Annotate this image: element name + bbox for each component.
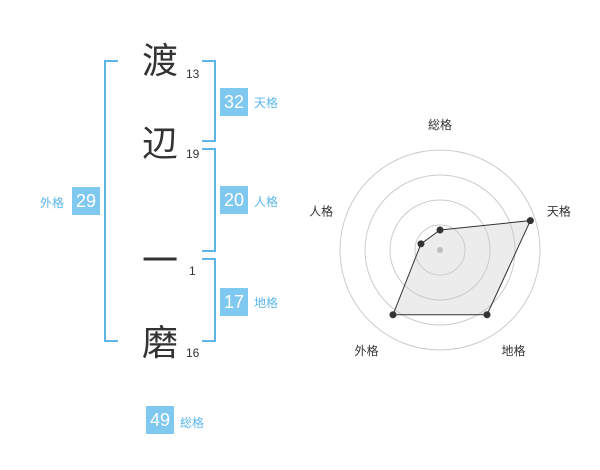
soukaku-value: 49 xyxy=(146,406,174,434)
radar-axis-label: 地格 xyxy=(501,343,525,358)
radar-data-polygon xyxy=(392,220,532,316)
radar-point xyxy=(389,311,397,319)
chikaku-value: 17 xyxy=(220,288,248,316)
stroke-count-2: 19 xyxy=(186,147,200,161)
radar-point xyxy=(417,240,425,248)
radar-point xyxy=(436,226,444,234)
stroke-count-4: 16 xyxy=(186,346,200,360)
radar-point xyxy=(526,217,534,225)
radar-axis-label: 総格 xyxy=(428,117,452,132)
tenkaku-label: 天格 xyxy=(254,96,279,110)
radar-axis-label: 天格 xyxy=(547,203,571,218)
radar-axis-label: 人格 xyxy=(309,203,333,218)
radar-ring xyxy=(339,149,541,351)
gaikaku-bracket xyxy=(104,60,118,342)
stroke-count-3: 1 xyxy=(189,264,196,278)
radar-ring xyxy=(364,174,516,326)
soukaku-label: 総格 xyxy=(180,416,205,430)
gaikaku-label: 外格 xyxy=(40,196,65,210)
tenkaku-bracket xyxy=(202,60,216,142)
radar-axis-label: 外格 xyxy=(355,343,379,358)
name-char-1: 渡 xyxy=(142,41,179,82)
radar-ring xyxy=(389,199,491,301)
jinkaku-bracket xyxy=(202,148,216,252)
name-char-3: 一 xyxy=(142,241,179,282)
name-char-2: 辺 xyxy=(142,124,179,165)
jinkaku-label: 人格 xyxy=(254,195,279,209)
chikaku-label: 地格 xyxy=(254,296,279,310)
name-char-4: 磨 xyxy=(142,323,179,364)
jinkaku-value: 20 xyxy=(220,186,248,214)
stroke-count-1: 13 xyxy=(186,67,200,81)
radar-point xyxy=(483,311,491,319)
chikaku-bracket xyxy=(202,258,216,342)
tenkaku-value: 32 xyxy=(220,88,248,116)
radar-center xyxy=(437,247,443,253)
gaikaku-value: 29 xyxy=(72,187,100,215)
radar-ring xyxy=(414,224,466,276)
